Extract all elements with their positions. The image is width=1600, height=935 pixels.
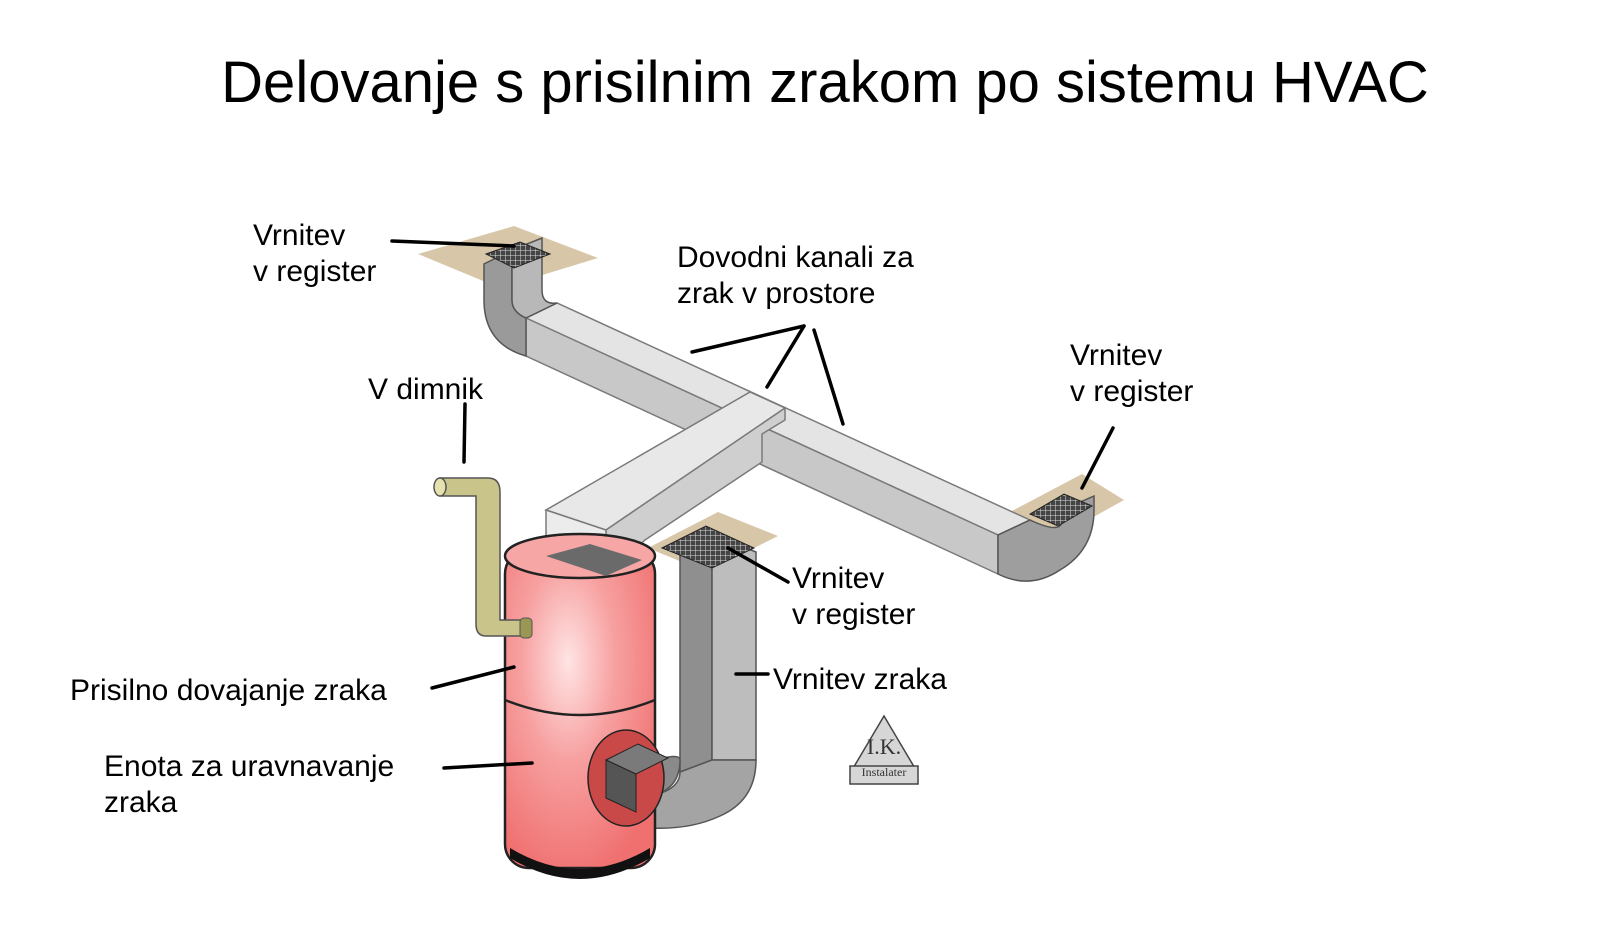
label-supply-ducts: Dovodni kanali za zrak v prostore	[677, 240, 914, 312]
return-duct-vertical-front	[679, 532, 713, 774]
leader-air-handler	[442, 761, 534, 770]
leader-forced-air	[430, 665, 516, 690]
leader-supply-2	[765, 324, 806, 389]
logo-name: Instalater	[861, 765, 907, 779]
label-return-register-right: Vrnitev v register	[1070, 338, 1193, 410]
label-line: Vrnitev	[253, 219, 346, 252]
leader-return-right	[1080, 426, 1115, 490]
return-duct-vertical-side	[711, 532, 757, 761]
label-line: v register	[253, 255, 377, 288]
leader-chimney	[462, 402, 467, 464]
label-line: Enota za uravnavanje	[104, 750, 395, 783]
leader-return-middle	[726, 546, 790, 584]
label-return-register-top-left: Vrnitev v register	[253, 218, 376, 290]
label-air-handler-unit: Enota za uravnavanje zraka	[104, 749, 394, 821]
register-grate-middle	[660, 525, 756, 569]
label-chimney: V dimnik	[368, 373, 484, 406]
leader-supply-1	[690, 324, 806, 354]
label-line: Dovodni kanali za	[677, 241, 914, 274]
label-return-register-middle: Vrnitev v register	[792, 561, 915, 633]
diagram-title: Delovanje s prisilnim zrakom po sistemu …	[221, 50, 1429, 115]
label-line: zraka	[104, 786, 178, 819]
leader-lines	[390, 239, 1115, 770]
leader-supply-3	[812, 328, 845, 426]
label-line: zrak v prostore	[677, 277, 876, 310]
label-line: Vrnitev	[1070, 339, 1163, 372]
register-grate-right	[1028, 493, 1094, 527]
logo-initials: I.K.	[866, 734, 902, 759]
furnace-base	[510, 848, 650, 879]
furnace-seam	[504, 698, 656, 717]
label-line: Vrnitev	[792, 562, 885, 595]
label-forced-air-supply: Prisilno dovajanje zraka	[70, 674, 387, 707]
label-line: v register	[1070, 375, 1194, 408]
label-line: v register	[792, 598, 916, 631]
logo-mark	[849, 714, 919, 785]
label-return-air: Vrnitev zraka	[773, 663, 947, 696]
leader-return-top-left	[390, 239, 516, 248]
